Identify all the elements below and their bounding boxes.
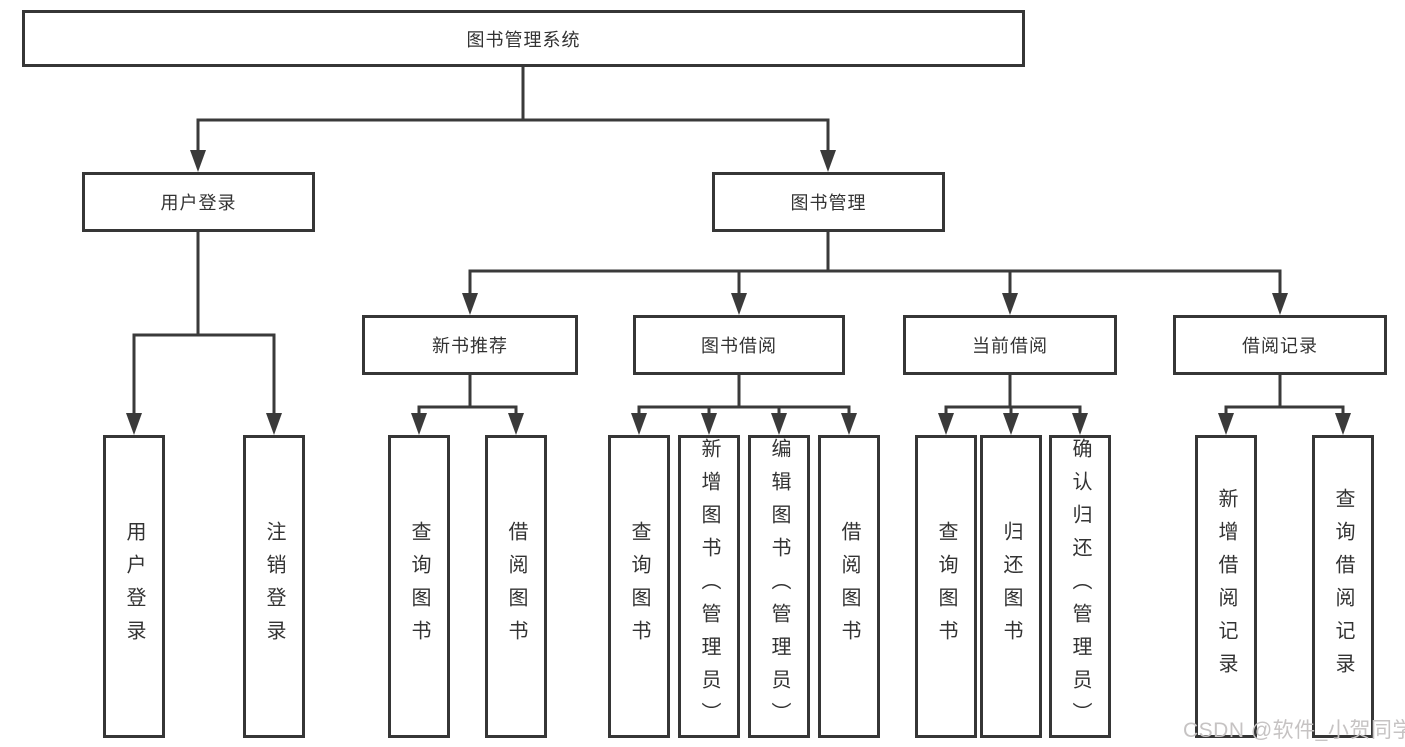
- leaf-label: 借阅图书: [505, 520, 527, 653]
- node-borrow-records: 借阅记录: [1173, 315, 1387, 375]
- node-book-borrow: 图书借阅: [633, 315, 845, 375]
- csdn-watermark: CSDN @软件_小贺同学: [1183, 719, 1405, 742]
- arrowhead-icon: [820, 150, 836, 172]
- leaf-label: 查询图书: [628, 520, 650, 653]
- arrowhead-icon: [266, 413, 282, 435]
- leaf-query-borrow-record: 查询借阅记录: [1312, 435, 1374, 738]
- arrowhead-icon: [938, 413, 954, 435]
- node-new-books: 新书推荐: [362, 315, 578, 375]
- connector-current-borrow-to-leaves: [938, 375, 1088, 435]
- connector-new-books-to-leaves: [411, 375, 524, 435]
- leaf-borrow-books-newbooks: 借阅图书: [485, 435, 547, 738]
- connector-user-login-to-leaves: [126, 232, 282, 435]
- node-root: 图书管理系统: [22, 10, 1025, 67]
- arrowhead-icon: [731, 293, 747, 315]
- leaf-query-books-current: 查询图书: [915, 435, 977, 738]
- leaf-label: 新增图书（管理员）: [698, 438, 720, 735]
- leaf-label: 查询图书: [935, 520, 957, 653]
- arrowhead-icon: [508, 413, 524, 435]
- leaf-user-login: 用户登录: [103, 435, 165, 738]
- arrowhead-icon: [841, 413, 857, 435]
- leaf-add-borrow-record: 新增借阅记录: [1195, 435, 1257, 738]
- arrowhead-icon: [1003, 413, 1019, 435]
- leaf-label: 归还图书: [1000, 520, 1022, 653]
- node-root-label: 图书管理系统: [466, 29, 581, 50]
- node-book-borrow-label: 图书借阅: [701, 336, 777, 356]
- node-new-books-label: 新书推荐: [432, 336, 508, 356]
- leaf-query-books-newbooks: 查询图书: [388, 435, 450, 738]
- leaf-label: 新增借阅记录: [1215, 487, 1237, 686]
- node-current-borrow-label: 当前借阅: [972, 336, 1048, 356]
- leaf-label: 借阅图书: [838, 520, 860, 653]
- arrowhead-icon: [1335, 413, 1351, 435]
- node-user-login: 用户登录: [82, 172, 315, 232]
- arrowhead-icon: [190, 150, 206, 172]
- leaf-add-books-admin: 新增图书（管理员）: [678, 435, 740, 738]
- node-user-login-label: 用户登录: [160, 193, 237, 213]
- arrowhead-icon: [1272, 293, 1288, 315]
- arrowhead-icon: [411, 413, 427, 435]
- arrowhead-icon: [631, 413, 647, 435]
- leaf-edit-books-admin: 编辑图书（管理员）: [748, 435, 810, 738]
- node-borrow-records-label: 借阅记录: [1242, 336, 1318, 356]
- arrowhead-icon: [1072, 413, 1088, 435]
- leaf-borrow-books: 借阅图书: [818, 435, 880, 738]
- connector-root-to-level2: [190, 67, 836, 172]
- leaf-logout-label: 注销登录: [263, 520, 285, 653]
- node-book-mgmt: 图书管理: [712, 172, 945, 232]
- connector-book-borrow-to-leaves: [631, 375, 857, 435]
- node-current-borrow: 当前借阅: [903, 315, 1117, 375]
- leaf-label: 查询图书: [408, 520, 430, 653]
- arrowhead-icon: [126, 413, 142, 435]
- arrowhead-icon: [701, 413, 717, 435]
- arrowhead-icon: [771, 413, 787, 435]
- leaf-label: 查询借阅记录: [1332, 487, 1354, 686]
- leaf-confirm-return-admin: 确认归还（管理员）: [1049, 435, 1111, 738]
- leaf-label: 编辑图书（管理员）: [768, 438, 790, 735]
- leaf-query-books-borrow: 查询图书: [608, 435, 670, 738]
- arrowhead-icon: [462, 293, 478, 315]
- leaf-logout: 注销登录: [243, 435, 305, 738]
- leaf-return-books: 归还图书: [980, 435, 1042, 738]
- connector-borrow-records-to-leaves: [1218, 375, 1351, 435]
- leaf-user-login-label: 用户登录: [123, 520, 145, 653]
- arrowhead-icon: [1002, 293, 1018, 315]
- node-book-mgmt-label: 图书管理: [790, 193, 867, 213]
- connector-book-mgmt-to-level3: [462, 232, 1288, 315]
- leaf-label: 确认归还（管理员）: [1069, 438, 1091, 735]
- arrowhead-icon: [1218, 413, 1234, 435]
